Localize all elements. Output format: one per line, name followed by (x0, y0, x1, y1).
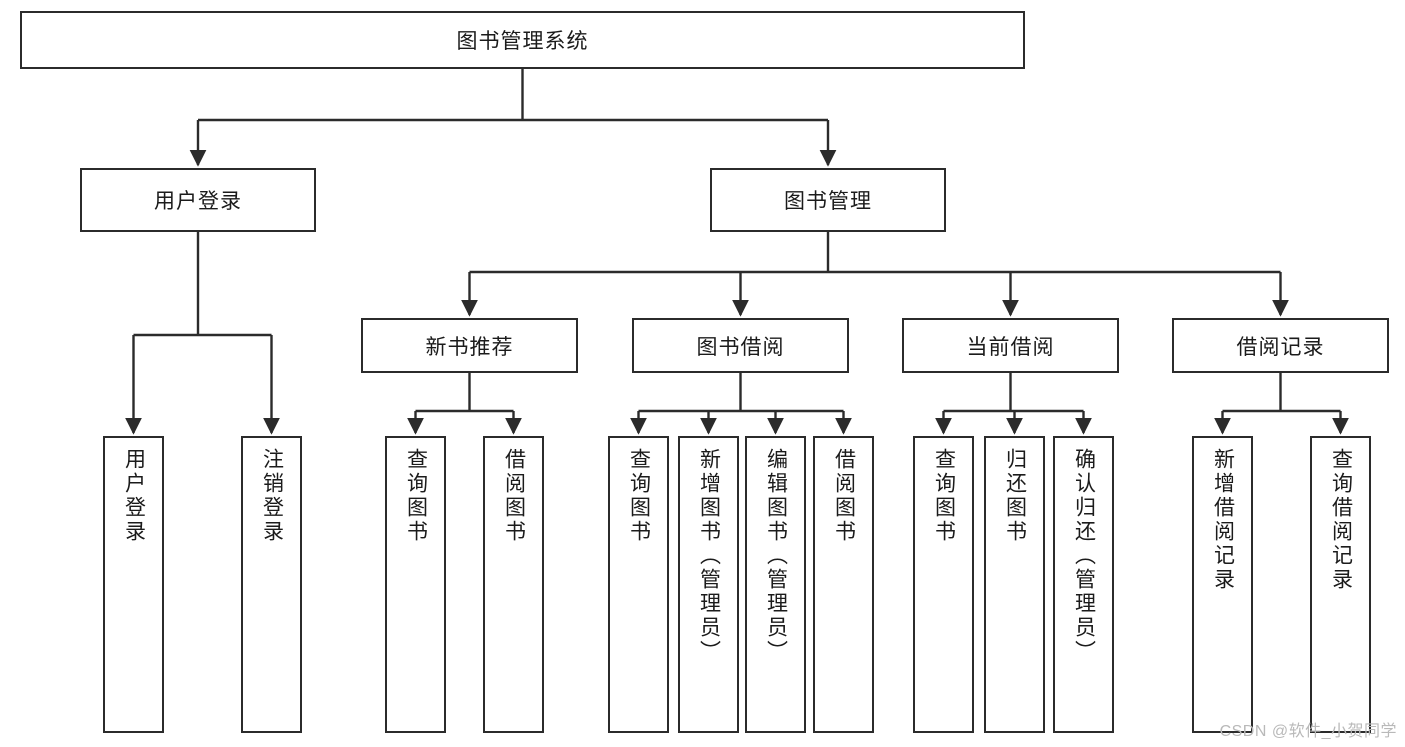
node-label: 新书推荐 (425, 335, 514, 359)
node-label: 当前借阅 (966, 335, 1055, 359)
node-label: 查询图书 (627, 448, 651, 544)
node-current-borrow[interactable]: 当前借阅 (902, 318, 1119, 373)
node-label: 用户登录 (122, 448, 146, 544)
node-label: 图书管理 (784, 190, 872, 213)
node-leaf-borrow-book-2[interactable]: 借阅图书 (813, 436, 874, 733)
node-label: 借阅图书 (832, 448, 856, 544)
node-root[interactable]: 图书管理系统 (20, 11, 1025, 69)
node-label: 图书借阅 (696, 335, 785, 359)
watermark-text: CSDN @软件_小贺同学 (1219, 723, 1397, 740)
node-new-book-recommend[interactable]: 新书推荐 (361, 318, 578, 373)
node-leaf-add-book[interactable]: 新增图书（管理员） (678, 436, 739, 733)
node-leaf-add-record[interactable]: 新增借阅记录 (1192, 436, 1253, 733)
node-label: 注销登录 (260, 448, 284, 544)
node-leaf-edit-book[interactable]: 编辑图书（管理员） (745, 436, 806, 733)
node-user-login[interactable]: 用户登录 (80, 168, 316, 232)
node-label: 查询借阅记录 (1329, 448, 1353, 592)
node-leaf-borrow-book-1[interactable]: 借阅图书 (483, 436, 544, 733)
node-label: 新增借阅记录 (1211, 448, 1235, 592)
node-borrow-record[interactable]: 借阅记录 (1172, 318, 1389, 373)
node-label: 新增图书（管理员） (697, 448, 721, 664)
node-label: 借阅图书 (502, 448, 526, 544)
node-label: 借阅记录 (1236, 335, 1325, 359)
node-leaf-query-record[interactable]: 查询借阅记录 (1310, 436, 1371, 733)
node-leaf-confirm-return[interactable]: 确认归还（管理员） (1053, 436, 1114, 733)
node-leaf-return-book[interactable]: 归还图书 (984, 436, 1045, 733)
node-label: 查询图书 (404, 448, 428, 544)
node-book-borrow[interactable]: 图书借阅 (632, 318, 849, 373)
node-label: 归还图书 (1003, 448, 1027, 544)
node-leaf-user-logout[interactable]: 注销登录 (241, 436, 302, 733)
node-label: 查询图书 (932, 448, 956, 544)
node-leaf-query-book-1[interactable]: 查询图书 (385, 436, 446, 733)
node-label: 编辑图书（管理员） (764, 448, 788, 664)
node-leaf-query-book-3[interactable]: 查询图书 (913, 436, 974, 733)
node-book-manage[interactable]: 图书管理 (710, 168, 946, 232)
node-leaf-query-book-2[interactable]: 查询图书 (608, 436, 669, 733)
node-leaf-user-login[interactable]: 用户登录 (103, 436, 164, 733)
node-label: 确认归还（管理员） (1072, 448, 1096, 664)
node-label: 图书管理系统 (456, 30, 589, 53)
node-label: 用户登录 (154, 190, 242, 213)
